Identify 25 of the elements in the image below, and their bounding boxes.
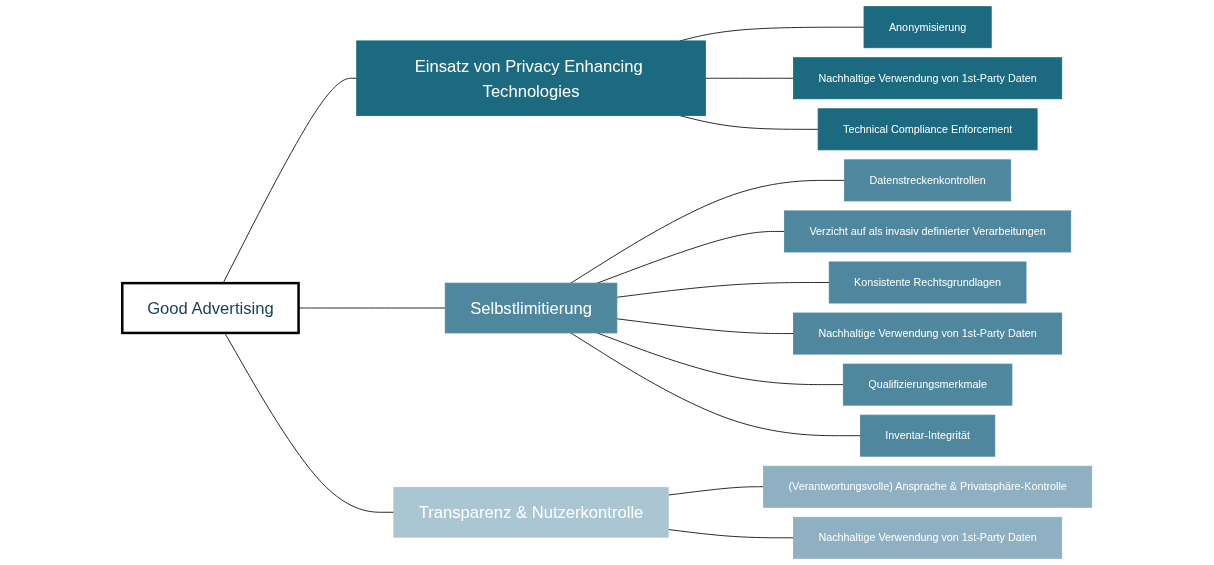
node-box: Qualifizierungsmerkmale <box>842 363 1013 406</box>
connector <box>667 486 764 496</box>
node-box: Verzicht auf als invasiv definierter Verarbeitungen <box>784 210 1072 253</box>
connector <box>224 332 395 513</box>
node-box: Nachhaltige Verwendung von 1st-Party Daten <box>793 57 1063 100</box>
node-box: Datenstreckenkontrollen <box>844 159 1012 202</box>
connector <box>616 318 794 334</box>
connector <box>570 179 845 284</box>
node-box: Einsatz von Privacy Enhancing Technologies <box>356 40 706 117</box>
node-box: Nachhaltige Verwendung von 1st-Party Daten <box>793 312 1063 355</box>
connector <box>667 529 794 539</box>
connector <box>616 282 830 298</box>
node-box: Anonymisierung <box>863 6 992 49</box>
connector <box>596 332 844 386</box>
node-box: Selbstlimitierung <box>444 282 618 334</box>
node-box: Inventar-Integrität <box>860 414 996 457</box>
connector <box>298 307 446 309</box>
node-box: Konsistente Rechtsgrundlagen <box>828 261 1027 304</box>
node-box: Nachhaltige Verwendung von 1st-Party Daten <box>793 516 1063 559</box>
node-box: (Verantwortungsvolle) Ansprache & Privatsphäre-Kontrolle <box>763 465 1093 508</box>
node-box: Transparenz & Nutzerkontrolle <box>393 486 669 538</box>
connector <box>570 332 861 437</box>
node-box: Technical Compliance Enforcement <box>817 108 1038 151</box>
node-box: Good Advertising <box>121 281 300 335</box>
connector <box>222 77 358 284</box>
